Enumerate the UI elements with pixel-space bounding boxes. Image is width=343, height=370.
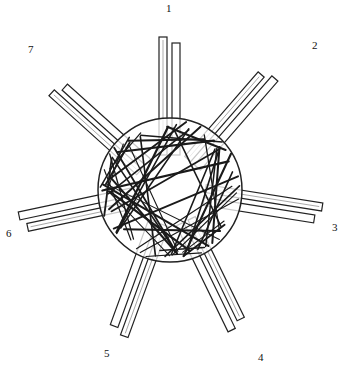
wire-strand [188,152,219,249]
wire-strand [114,148,177,254]
wire-strand [109,191,189,250]
callout-number: 2 [312,40,318,51]
rod-group [18,37,323,338]
wire-strand [121,129,189,228]
wire-strand [160,248,204,251]
wire-mesh [100,122,239,257]
wire-strand [165,186,239,257]
wire-strand [117,125,177,234]
wire-strand [124,229,220,231]
wire-strand [137,186,232,248]
wire-strand [104,159,111,216]
callout-number: 7 [28,44,34,55]
callout-number: 6 [6,228,12,239]
wire-strand [102,161,228,190]
wire-strand [106,143,130,185]
sphere-outline [98,118,242,262]
callout-number: 5 [104,348,110,359]
callout-number: 3 [332,222,338,233]
callout-number: 4 [258,352,264,363]
callout-number: 1 [166,3,172,14]
wire-strand [129,139,204,141]
wire-strand [106,189,170,256]
